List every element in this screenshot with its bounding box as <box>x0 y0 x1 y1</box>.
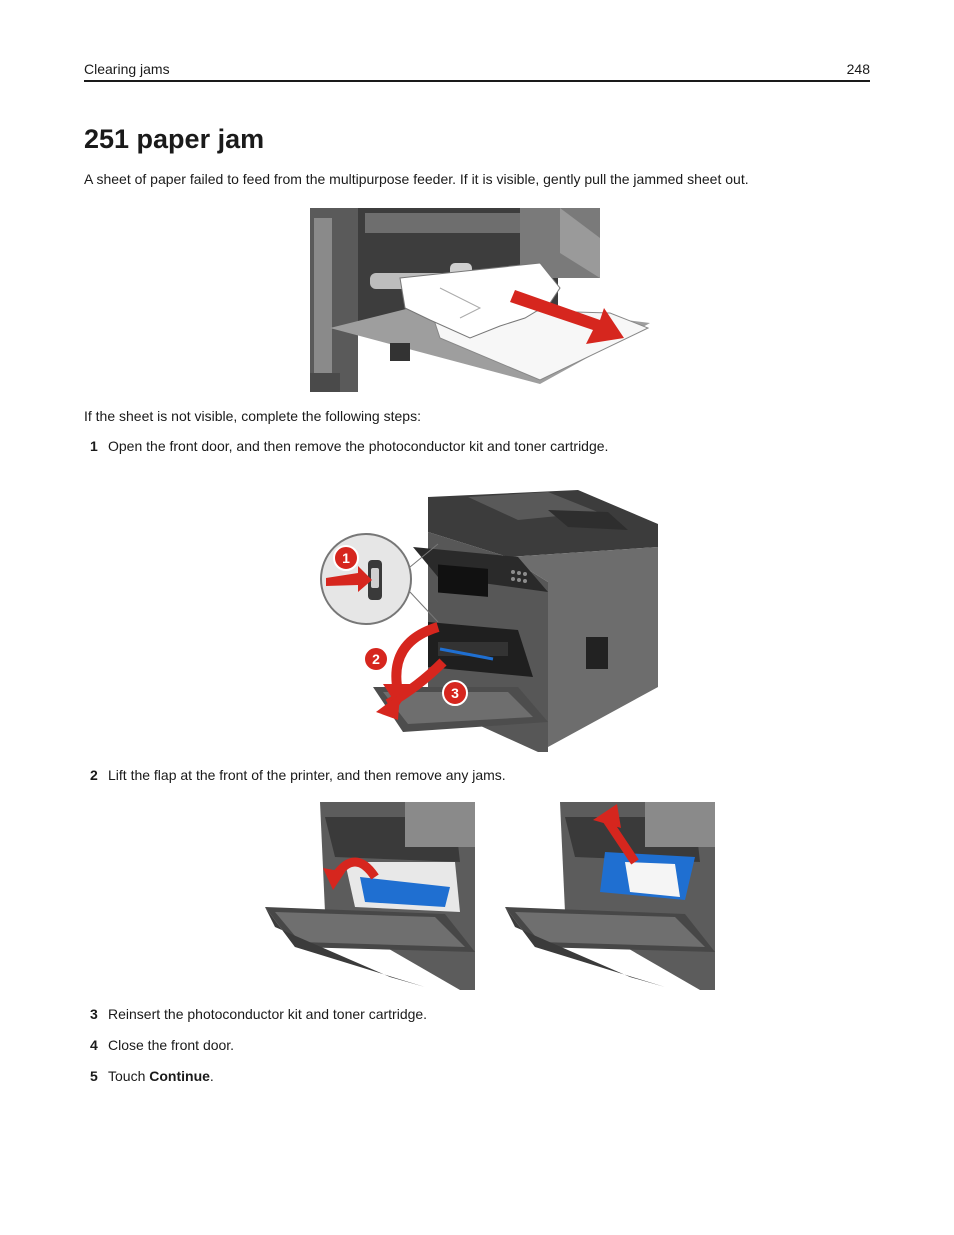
pull-arrow-icon <box>510 290 624 344</box>
door-arrow-icon <box>391 622 440 693</box>
continue-button-label: Continue <box>149 1068 210 1084</box>
callout-3-badge <box>442 680 468 706</box>
intro-paragraph: A sheet of paper failed to feed from the… <box>84 171 749 187</box>
step-number: 3 <box>90 1006 98 1022</box>
page-number: 248 <box>846 61 870 77</box>
latch-arrow-icon <box>326 566 372 592</box>
callout-3-label: 3 <box>451 685 459 701</box>
figure-open-front-door: 1 2 3 <box>320 490 658 752</box>
printer-side <box>508 547 658 747</box>
step-text: Touch Continue. <box>108 1068 214 1084</box>
jammed-paper <box>625 862 680 897</box>
step-text: Close the front door. <box>108 1037 235 1053</box>
step-number: 1 <box>90 438 98 454</box>
page-title: 251 paper jam <box>84 124 265 154</box>
figure-flap-open <box>265 802 475 990</box>
callout-1-label: 1 <box>342 550 350 566</box>
step-text: Lift the flap at the front of the printe… <box>108 767 506 783</box>
step-number: 2 <box>90 767 98 783</box>
step-text: Reinsert the photoconductor kit and tone… <box>108 1006 428 1022</box>
scanner-lid <box>428 490 658 557</box>
figure-flap-raised <box>505 802 715 990</box>
callout-2-badge <box>363 646 389 672</box>
callout-2-label: 2 <box>372 651 380 667</box>
step-number: 4 <box>90 1037 98 1053</box>
blue-flap <box>360 877 450 907</box>
figure-mp-feeder-jam <box>310 208 650 392</box>
followup-paragraph: If the sheet is not visible, complete th… <box>84 408 421 424</box>
side-vent <box>586 637 608 669</box>
step-text: Open the front door, and then remove the… <box>108 438 609 454</box>
running-header-section: Clearing jams <box>84 61 170 77</box>
header-divider <box>84 80 870 82</box>
jammed-sheet <box>399 262 561 339</box>
callout-1-badge <box>333 545 359 571</box>
step-number: 5 <box>90 1068 98 1084</box>
